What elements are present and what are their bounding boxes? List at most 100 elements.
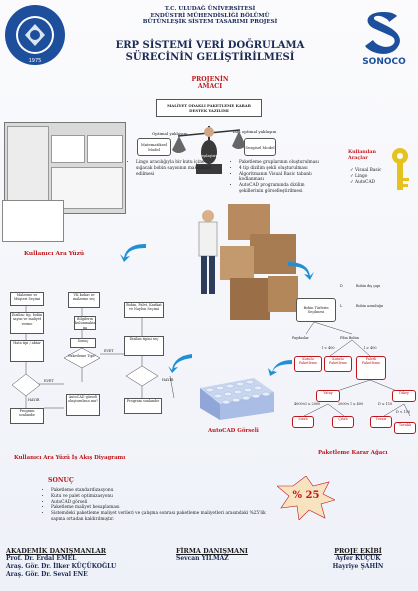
arrow-icon [288, 262, 314, 280]
tool-label: AutoCAD [354, 179, 375, 185]
tree-cond: 2000< l ≤ 400 [338, 402, 364, 406]
ui-caption: Kullanıcı Ara Yüzü [24, 251, 85, 257]
ui-form-panel [7, 126, 49, 208]
tree-node-box: Kutulu Paketleme [324, 356, 352, 372]
academic-advisors: AKADEMİK DANIŞMANLAR Prof. Dr. Erdal EME… [6, 547, 156, 578]
result-heading: SONUÇ [48, 477, 74, 484]
tree-caption: Paketleme Karar Ağacı [318, 450, 388, 456]
legend-d-symbol: D [340, 284, 343, 288]
academic-name: Araş. Gör. Dr. Seval ENE [6, 570, 88, 578]
right-approach: Tam optimal yaklaşım [232, 129, 277, 134]
left-approach: Optimal yaklaşım [152, 131, 188, 136]
svg-text:1975: 1975 [29, 58, 42, 64]
percent-badge-text: % 25 [292, 490, 320, 501]
project-team: PROJE EKİBİ Ayfer KÜÇÜK Hayriye ŞAHİN [320, 547, 396, 571]
purpose-heading: PROJENİN AMACI [170, 76, 250, 91]
academic-name: Prof. Dr. Erdal EMEL [6, 555, 77, 562]
left-bullet-item: Lingo aracılığıyla bir kutu içine sığaca… [136, 160, 211, 177]
flow-label: EVET [104, 349, 114, 353]
legend-l-text: Bobin uzunluğu [356, 304, 384, 308]
flow-box: VK kuları se malzeme seç [68, 292, 100, 308]
right-bullet-item: Algoritmanın Visual Basic tabanlı kodlan… [239, 172, 328, 184]
team-name: Ayfer KÜÇÜK [335, 555, 381, 562]
team-heading: PROJE EKİBİ [334, 547, 382, 555]
tree-level1: Film Bobin [340, 336, 359, 340]
flow-decision: Paketleme Tipi? [68, 354, 96, 358]
tools-heading: Kullanılan Araçlar [348, 149, 377, 161]
purpose-heading-1: PROJENİN [191, 76, 229, 83]
arrow-icon [268, 360, 292, 376]
legend-d-text: Bobin dış çapı [356, 284, 381, 288]
academic-name: Araş. Gör. Dr. İlker KÜÇÜKOĞLU [6, 562, 117, 570]
flow-box: AutoCAD görseli oluşturulsun mu? [66, 394, 100, 416]
tool-item: ✓ AutoCAD [350, 179, 375, 185]
tool-label: Lingo [354, 173, 368, 179]
tree-cond: l ≥ 400 [364, 346, 377, 350]
ui-list-panel [51, 135, 85, 163]
tree-cond: 4000<l ≤ 2000 [294, 402, 321, 406]
boxes-illustration [220, 204, 298, 320]
tree-node-box: Paletli Paketleme [356, 356, 386, 380]
tool-item: ✓ Lingo [350, 173, 368, 179]
autocad-rolls-illustration [200, 378, 274, 420]
badge-burst-icon [276, 475, 336, 521]
purpose-box: MALİYET ODAKLI PAKETLEME KARAR DESTEK YA… [156, 99, 262, 117]
flow-box: Dizilim tipini seç [124, 336, 164, 356]
purpose-heading-2: AMACI [197, 83, 223, 91]
left-bullets: Lingo aracılığıyla bir kutu içine sığaca… [129, 160, 211, 177]
firm-heading: FİRMA DANIŞMANI [176, 547, 248, 555]
result-item: Kutu ve palet optimizasyonu [51, 494, 270, 500]
flow-connectors [11, 304, 175, 409]
model-right: Sezgisel Model [244, 138, 276, 156]
autocad-caption: AutoCAD Görseli [208, 428, 259, 434]
firm-advisor: FİRMA DANIŞMANI Sevcan YILMAZ [176, 547, 266, 563]
flow-box: Bobin, Palet, Karikat ve Naylon Seçimi [124, 302, 164, 318]
tree-cond: D ≤ 110 [378, 402, 393, 406]
header-line2: ENDÜSTRİ MÜHENDİSLİĞİ BÖLÜMÜ [150, 12, 270, 19]
result-item: Sistemdeki paketleme maliyet verileri ve… [51, 511, 270, 523]
tool-label: Visual Basic [354, 168, 382, 173]
flow-box: Bilgilerin bulunmakta mı [74, 316, 96, 330]
right-bullet-list: Paketleme gruplarının oluşturulması 4 ti… [232, 160, 328, 195]
flow-box: Program sonlandır [124, 398, 162, 414]
flow-caption: Kullanıcı Ara Yüzü İş Akış Diyagramı [14, 455, 126, 461]
tree-leaf: Çıtalı [332, 416, 354, 428]
tree-node-box: Kutulu Paketleme [294, 356, 322, 372]
balance-scale-illustration [172, 126, 246, 174]
tree-level3: Dikey [392, 390, 416, 402]
tree-cond: l < 400 [322, 346, 335, 350]
flow-box: Malzeme ve Müşteri Seçimi [10, 292, 44, 306]
svg-text:SONOCO: SONOCO [362, 57, 406, 66]
tools-list: ✓ Visual Basic ✓ Lingo ✓ AutoCAD [350, 168, 390, 185]
flow-box: Sonuç [70, 338, 96, 348]
arrow-icon [120, 244, 146, 262]
title-line2: SÜRECİNİN GELİŞTİRİLMESİ [125, 52, 295, 63]
compare-label: Karşılaştırma [196, 154, 222, 158]
ui-output-panel [2, 200, 64, 242]
left-bullet-list: Lingo aracılığıyla bir kutu içine sığaca… [129, 160, 211, 177]
tree-level1: Paydaslar [292, 336, 309, 340]
tree-cond: D < 110 [396, 410, 411, 414]
title-line1: ERP SİSTEMİ VERİ DOĞRULAMA [115, 40, 305, 51]
tree-root: Bobin Türlerin Seçilmesi [296, 298, 336, 322]
academic-heading: AKADEMİK DANIŞMANLAR [6, 547, 107, 555]
model-left: Matematiksel Model [137, 138, 171, 156]
percent-badge: % 25 [276, 475, 336, 521]
right-bullet-item: 4 tip dizilim şekli oluşturulması [239, 166, 328, 172]
firm-name: Sevcan YILMAZ [176, 555, 229, 562]
result-bullet-list: Paketleme standardizasyonu Kutu ve palet… [44, 488, 270, 523]
ui-list-panel [87, 135, 123, 163]
tool-item: ✓ Visual Basic [350, 168, 382, 173]
flow-diagram: Malzeme ve Müşteri Seçimi VK kuları se m… [4, 286, 192, 446]
flow-label: HAYIR [28, 398, 40, 402]
flow-box: Dizilim: tip, bobin sayısı ve maliyet ve… [10, 312, 44, 334]
result-item: AutoCAD görseli [51, 500, 270, 506]
flow-label: EVET [44, 379, 54, 383]
team-name: Hayriye ŞAHİN [332, 562, 384, 570]
right-bullet-item: Paketleme gruplarının oluşturulması [239, 160, 328, 166]
right-bullets: Paketleme gruplarının oluşturulması 4 ti… [232, 160, 328, 195]
right-bullet-item: AutoCAD programında dizilim şekillerinin… [239, 183, 328, 195]
result-item: Paketleme maliyet hesaplaması [51, 505, 270, 511]
result-list: Paketleme standardizasyonu Kutu ve palet… [44, 488, 270, 523]
